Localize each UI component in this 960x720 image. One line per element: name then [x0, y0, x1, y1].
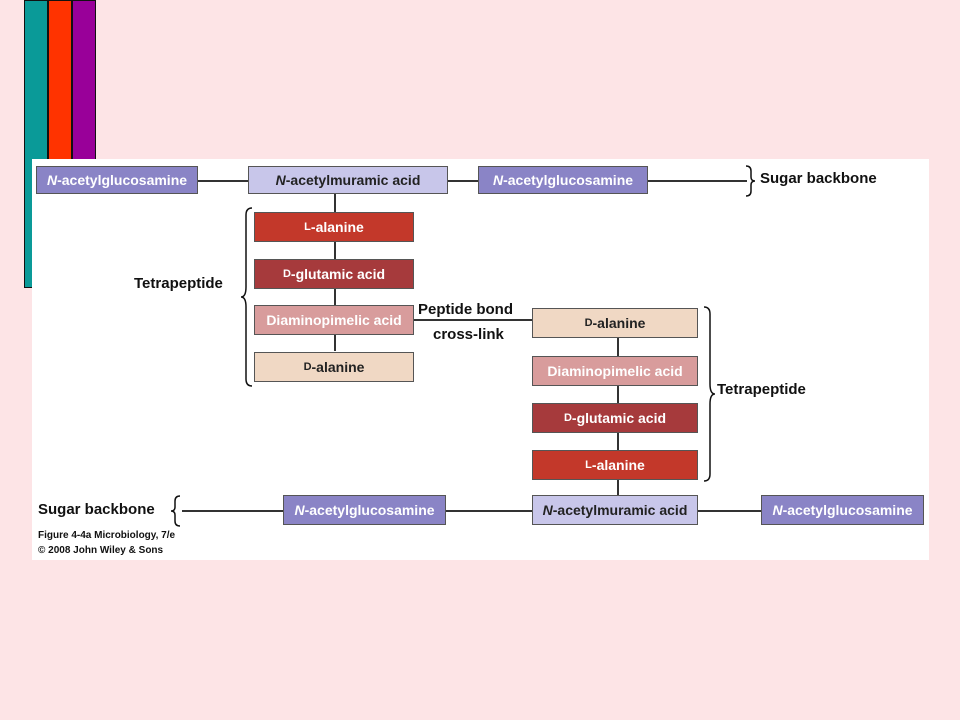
top-d-alanine: d-alanine — [254, 352, 414, 382]
bottom-l-alanine: l-alanine — [532, 450, 698, 480]
bottom-tetrapeptide-label: Tetrapeptide — [717, 381, 806, 398]
bottom-backbone-line — [182, 510, 762, 512]
crosslink-label-line1: Peptide bond — [418, 301, 513, 318]
top-nag-left: N-acetylglucosamine — [36, 166, 198, 194]
bottom-d-alanine: d-alanine — [532, 308, 698, 338]
bottom-diaminopimelic-acid: Diaminopimelic acid — [532, 356, 698, 386]
bottom-nam: N-acetylmuramic acid — [532, 495, 698, 525]
top-nam: N-acetylmuramic acid — [248, 166, 448, 194]
top-sugar-brace — [745, 165, 756, 197]
top-backbone-line — [197, 180, 747, 182]
peptidoglycan-figure: N-acetylglucosamine N-acetylmuramic acid… — [32, 159, 929, 560]
figure-caption: Figure 4-4a Microbiology, 7/e — [38, 530, 176, 541]
bottom-tetrapeptide-brace — [703, 306, 716, 482]
top-tetrapeptide-label: Tetrapeptide — [134, 275, 223, 292]
bottom-nag-left: N-acetylglucosamine — [283, 495, 446, 525]
crosslink-line — [412, 319, 532, 321]
bottom-nag-right: N-acetylglucosamine — [761, 495, 924, 525]
bottom-sugar-brace — [170, 495, 181, 527]
top-tetrapeptide-brace — [240, 207, 253, 387]
bottom-d-glutamic-acid: d-glutamic acid — [532, 403, 698, 433]
top-l-alanine: l-alanine — [254, 212, 414, 242]
top-d-glutamic-acid: d-glutamic acid — [254, 259, 414, 289]
top-sugar-label: Sugar backbone — [760, 170, 877, 187]
top-diaminopimelic-acid: Diaminopimelic acid — [254, 305, 414, 335]
copyright-line: © 2008 John Wiley & Sons — [38, 545, 164, 556]
crosslink-label-line2: cross-link — [433, 326, 504, 343]
bottom-sugar-label: Sugar backbone — [38, 501, 155, 518]
top-nag-right: N-acetylglucosamine — [478, 166, 648, 194]
